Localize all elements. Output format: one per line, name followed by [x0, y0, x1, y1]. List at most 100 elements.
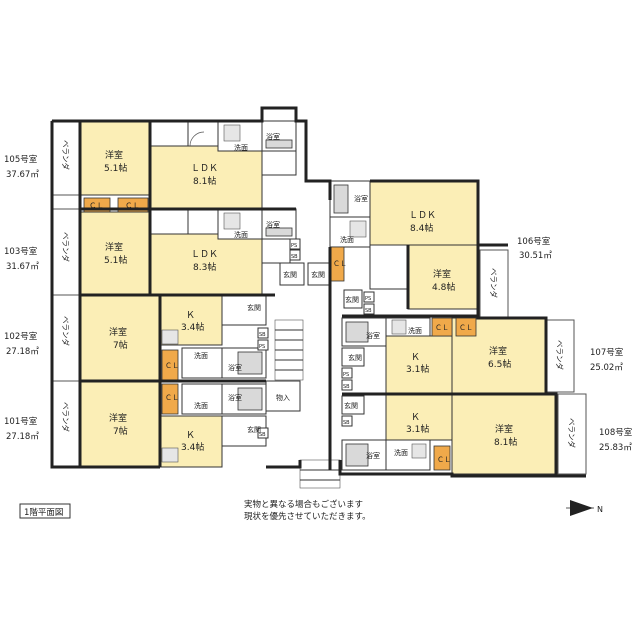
bathtub-105 — [265, 139, 293, 149]
washing-machine-107 — [391, 319, 407, 335]
washroom-102 — [181, 347, 223, 379]
ps-103b — [289, 249, 301, 261]
entrance-106 — [343, 289, 363, 309]
closet-label: ＣＬ — [165, 394, 179, 402]
bathtub-103 — [265, 227, 293, 237]
room-name: 洋室 — [495, 423, 513, 435]
room-size: 3.4帖 — [181, 321, 204, 333]
disclaimer-line-2: 現状を優先させていただきます。 — [244, 511, 371, 522]
ps-label: PS — [259, 344, 265, 350]
room-name: 浴室 — [366, 451, 380, 460]
room-name: 玄関 — [283, 270, 297, 279]
ldk-105 — [149, 145, 263, 210]
unit-label-102: 102号室 — [4, 331, 38, 342]
toilet-106 — [369, 244, 409, 290]
disclaimer-line-1: 実物と異なる場合もございます — [244, 499, 363, 510]
entrance-101 — [221, 415, 267, 447]
veranda-103 — [51, 208, 81, 296]
veranda-106 — [479, 249, 509, 321]
room-size: 8.1帖 — [494, 436, 517, 448]
washing-machine-105 — [223, 124, 241, 142]
room-name: 洗面 — [394, 448, 408, 457]
room-name: 玄関 — [348, 353, 362, 362]
sb-102 — [257, 327, 269, 339]
room-size: 7帖 — [113, 339, 128, 351]
bathtub-101 — [237, 387, 263, 411]
veranda-label: ベランダ — [489, 268, 499, 298]
closet-label: ＣＬ — [459, 324, 473, 332]
room-name: 洗面 — [234, 143, 248, 152]
room-name: 玄関 — [345, 295, 359, 304]
unit-area-103: 31.67㎡ — [6, 262, 39, 272]
room-name: 浴室 — [366, 331, 380, 340]
room-size: 3.1帖 — [406, 363, 429, 375]
room-name: 玄関 — [247, 303, 261, 312]
stair-steps — [275, 329, 303, 371]
unit-partitions-east — [328, 245, 558, 476]
room-name: 洋室 — [109, 326, 127, 338]
veranda-107 — [545, 319, 575, 393]
room-name: ＬＤＫ — [191, 164, 218, 174]
veranda-label: ベランダ — [61, 402, 71, 432]
kitchen-105 — [149, 120, 189, 147]
storage-101 — [265, 380, 301, 412]
room-name: 物入 — [276, 393, 290, 402]
unit-label-107: 107号室 — [590, 347, 624, 358]
north-letter: N — [597, 505, 603, 514]
ps-label: PS — [365, 296, 371, 302]
stove-101 — [161, 447, 179, 463]
sb-label: SB — [365, 308, 372, 314]
entrance-103 — [279, 262, 305, 286]
sb-label: SB — [291, 254, 298, 260]
unit-area-107: 25.02㎡ — [590, 363, 623, 373]
bathtub-106 — [333, 184, 349, 214]
entrance-steps — [299, 459, 341, 489]
room-name: 浴室 — [266, 220, 280, 229]
room-size: 5.1帖 — [104, 162, 127, 174]
ps-102 — [257, 339, 269, 351]
unit-label-108: 108号室 — [599, 427, 633, 438]
unit-area-105: 37.67㎡ — [6, 170, 39, 180]
western-room-101 — [79, 380, 161, 468]
kitchen-107 — [385, 335, 453, 395]
closet-101 — [161, 383, 179, 415]
ps-label: PS — [343, 372, 349, 378]
room-name: 浴室 — [354, 194, 368, 203]
room-name: 浴室 — [228, 393, 242, 402]
room-name: 洗面 — [408, 326, 422, 335]
unit-label-101: 101号室 — [4, 416, 38, 427]
sb-108 — [341, 415, 353, 427]
closet-label: ＣＬ — [437, 456, 451, 464]
western-room-102 — [79, 294, 161, 382]
north-arrow-icon — [566, 500, 594, 516]
sb-106 — [363, 303, 375, 315]
room-name: Ｋ — [411, 413, 420, 423]
stove-102 — [161, 329, 179, 345]
unit-label-103: 103号室 — [4, 246, 38, 257]
plan-label: 1階平面図 — [24, 507, 63, 518]
western-room-103 — [79, 211, 151, 296]
bathtub-108 — [345, 443, 369, 467]
room-name: Ｋ — [186, 431, 195, 441]
room-size: 5.1帖 — [104, 254, 127, 266]
room-size: 3.1帖 — [406, 423, 429, 435]
plan-label-box — [19, 503, 71, 519]
room-name: 洗面 — [340, 235, 354, 244]
room-size: 6.5帖 — [488, 358, 511, 370]
closet-label: ＣＬ — [165, 362, 179, 370]
closet-108 — [433, 445, 451, 471]
closet-label: ＣＬ — [89, 201, 104, 210]
room-name: 浴室 — [228, 363, 242, 372]
entrance-108 — [341, 395, 365, 415]
washing-machine-108 — [411, 443, 427, 459]
washing-machine-103 — [223, 212, 241, 230]
room-size: 8.3帖 — [193, 261, 216, 273]
washing-machine-106 — [349, 220, 367, 238]
bathtub-107 — [345, 321, 369, 343]
room-name: 洗面 — [194, 351, 208, 360]
ps-106 — [363, 291, 375, 303]
unit-area-106: 30.51㎡ — [519, 251, 552, 261]
bathtub-102 — [237, 351, 263, 375]
ps-107 — [341, 367, 353, 379]
